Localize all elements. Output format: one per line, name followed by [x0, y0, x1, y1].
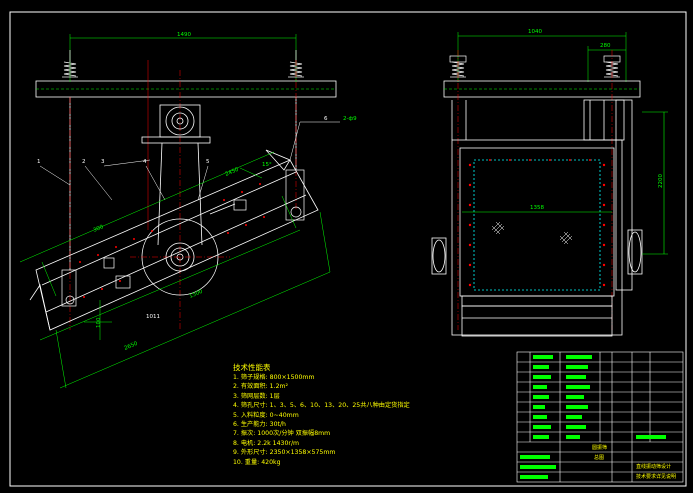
dim-right-height: 2200	[658, 174, 664, 188]
dim-left-small: 100	[96, 317, 102, 328]
dim-left-bottom-long: 2650	[123, 341, 139, 352]
motor-assembly	[141, 104, 211, 246]
dim-left-mid-short: 1011	[146, 314, 160, 320]
part-label-1: 1	[37, 159, 41, 165]
title-block-name-a: 圆振筛	[592, 444, 607, 451]
dim-left-angle: 15°	[262, 162, 272, 168]
title-block	[516, 351, 684, 483]
drawing-frame	[9, 11, 687, 487]
dim-left-diag-upper: 2450	[224, 167, 240, 178]
part-label-4: 4	[143, 159, 147, 165]
screen-body	[29, 149, 319, 331]
tech-spec-item: 2. 有效面积: 1.2m²	[233, 383, 289, 391]
left-view: 1490	[19, 32, 357, 389]
dim-right-mid: 1358	[530, 205, 544, 211]
tech-spec-item: 8. 电机: 2.2k 1430r/m	[233, 439, 300, 447]
tech-spec-item: 3. 筛网层数: 1层	[233, 392, 280, 400]
tech-spec-item: 4. 筛孔尺寸: 1、3、5、6、10、13、20、25共八种由定货指定	[233, 402, 410, 410]
tech-spec-item: 7. 振次: 1000次/分钟 双振幅8mm	[233, 430, 331, 438]
dim-right-top-small: 280	[600, 43, 611, 49]
tech-spec-item: 9. 外形尺寸: 2350×1358×575mm	[233, 449, 336, 457]
dim-left-top: 1490	[177, 32, 191, 38]
tech-spec-item: 10. 重量: 420kg	[233, 458, 281, 466]
tech-spec-item: 6. 生产能力: 30t/h	[233, 421, 286, 429]
tech-spec-item: 1. 筛子规格: 800×1500mm	[233, 374, 315, 381]
dim-left-side: 300	[92, 224, 104, 234]
tech-spec-item: 5. 入料粒度: 0~40mm	[233, 411, 299, 419]
title-block-name-b: 总图	[594, 454, 604, 461]
dim-left-diag-lower: 1500	[188, 289, 204, 300]
part-label-5: 5	[206, 159, 210, 165]
dim-right-top: 1040	[528, 29, 542, 35]
title-block-line1: 直线振动筛设计	[636, 463, 671, 470]
part-label-3: 3	[101, 159, 105, 165]
dim-left-holes: 2-ф9	[343, 116, 357, 122]
right-frame	[431, 99, 643, 337]
right-view: 1040 280	[431, 29, 668, 337]
part-label-2: 2	[82, 159, 86, 165]
tech-spec-title: 技术性能表	[233, 363, 271, 372]
part-label-6: 6	[324, 116, 328, 122]
tech-spec-table: 技术性能表 1. 筛子规格: 800×1500mm 2. 有效面积: 1.2m²…	[233, 362, 410, 467]
title-block-line2: 技术要求详见说明	[636, 473, 676, 480]
spring-left	[62, 50, 78, 78]
